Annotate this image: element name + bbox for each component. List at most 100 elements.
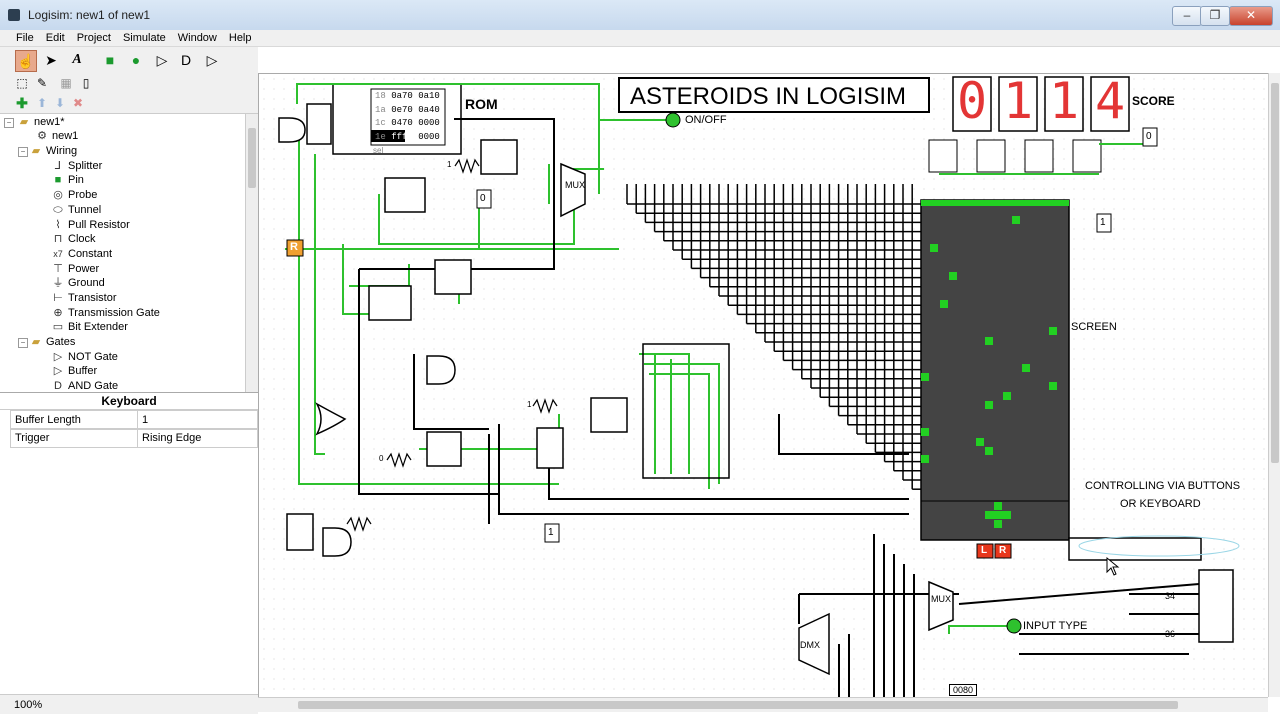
attr-row-buffer-length[interactable]: Buffer Length 1 [10,410,258,430]
title-box [618,77,930,113]
poke-tool-icon[interactable]: ☝ [15,50,37,72]
reset-button[interactable]: R [290,241,298,253]
resistor-icon: ⌇ [55,219,61,231]
output-pin-icon[interactable]: ● [131,52,141,68]
counter-block [536,427,564,469]
score-digit-3: 1 [1049,73,1080,130]
tree-item-pull-resistor[interactable]: ⌇Pull Resistor [52,218,129,232]
constant-value: 1 [1100,217,1106,228]
onoff-label: ON/OFF [685,114,727,126]
menu-window[interactable]: Window [177,32,217,44]
tunnel-icon: ⬭ [53,204,63,216]
constant-value: 0 [379,454,384,463]
tree-item-ground[interactable]: ⏚Ground [52,277,105,289]
attributes-pane: Keyboard Buffer Length 1 Trigger Rising … [0,392,258,693]
move-down-icon[interactable]: ⬇ [54,96,66,110]
tree-item-buffer[interactable]: ▷Buffer [53,365,98,377]
tree-item-power[interactable]: ⊤Power [53,263,100,275]
right-button[interactable]: R [999,545,1007,556]
circuit-canvas[interactable]: ASTEROIDS IN LOGISIM ROM 18 0a70 0a10 1a… [258,73,1269,698]
layout-view-icon[interactable]: ▦ [60,76,72,90]
attributes-view-icon[interactable]: ✎ [36,76,48,90]
bit-extender-icon: ▭ [52,321,64,333]
canvas-vscroll-thumb[interactable] [1271,83,1279,463]
logisim-app-icon [8,9,20,21]
rom-sel-label: sel [373,146,384,155]
multiplexer-block [928,580,954,632]
zoom-status[interactable]: 100% [0,694,258,714]
seven-segment-display [998,76,1038,132]
tree-item-not-gate[interactable]: ▷NOT Gate [53,351,118,363]
comparator-block [480,139,518,175]
menu-project[interactable]: Project [76,32,111,44]
attr-value[interactable]: Rising Edge [137,429,201,447]
collapse-new1-icon[interactable]: − [4,118,14,128]
rom-highlight-cell [371,130,405,142]
folder-icon: ▰ [31,336,41,348]
tree-item-pin[interactable]: ■Pin [52,173,84,187]
tree-item-wiring[interactable]: ▰Wiring [31,145,78,157]
multiplexer-block [560,162,586,218]
comparator-block [426,431,462,467]
screen-lit-pixels [921,216,1057,528]
canvas-hscroll-thumb[interactable] [298,701,1178,709]
move-up-icon[interactable]: ⬆ [36,96,48,110]
attr-row-trigger[interactable]: Trigger Rising Edge [10,428,258,448]
explorer-scrollbar[interactable] [245,114,258,392]
menu-help[interactable]: Help [228,32,252,44]
menu-simulate[interactable]: Simulate [122,32,166,44]
collapse-wiring-icon[interactable]: − [18,147,28,157]
select-tool-icon[interactable]: ➤ [45,52,57,68]
tree-item-clock[interactable]: ⊓Clock [53,233,96,245]
tree-item-transmission-gate[interactable]: ⊕Transmission Gate [53,307,160,319]
tree-item-gates[interactable]: ▰Gates [31,336,76,348]
input-pin-icon[interactable]: ■ [105,52,115,68]
seven-segment-display [952,76,992,132]
comparator-stack [1198,569,1234,643]
attributes-title: Keyboard [0,393,258,410]
attr-key: Trigger [15,432,50,444]
tree-item-circuit-new1[interactable]: ⚙new1 [37,130,79,142]
tree-item-splitter[interactable]: ⅃Splitter [52,159,102,173]
mux-label: MUX [565,180,585,190]
add-circuit-icon[interactable]: ✚ [16,95,28,111]
circuit-icon: ⚙ [37,130,47,142]
logic-components [278,103,1234,676]
explorer-toolbar: ⬚ ✎ ▦ ▯ [0,73,258,93]
or-gate-tool-icon[interactable]: ▷ [206,52,218,68]
canvas-vertical-scrollbar[interactable] [1268,73,1280,697]
and-gate-icon: D [54,380,62,392]
left-button[interactable]: L [981,545,988,556]
appearance-view-icon[interactable]: ▯ [82,76,90,90]
minimize-button[interactable]: ‒ [1172,6,1202,26]
canvas-horizontal-scrollbar[interactable] [258,697,1268,712]
tree-item-bit-extender[interactable]: ▭Bit Extender [52,321,128,333]
register-block [384,177,426,213]
collapse-gates-icon[interactable]: − [18,338,28,348]
tree-item-transistor[interactable]: ⊢Transistor [53,292,117,304]
menu-edit[interactable]: Edit [45,32,65,44]
menu-bar: File Edit Project Simulate Window Help [0,30,1280,47]
text-tool-icon[interactable]: A [72,52,82,67]
maximize-button[interactable]: ❐ [1200,6,1230,26]
hex-probe-0080: 0080 [949,684,978,696]
close-button[interactable]: ✕ [1229,6,1273,26]
not-gate-tool-icon[interactable]: ▷ [156,52,168,68]
constant-value: 1 [447,160,452,169]
shift-block [434,259,472,295]
and-gate-tool-icon[interactable]: D [180,52,192,68]
power-icon: ⊤ [53,263,63,275]
delete-circuit-icon[interactable]: ✖ [72,96,84,110]
demultiplexer-block [798,612,830,676]
explorer-view-icon[interactable]: ⬚ [16,76,28,90]
menu-file[interactable]: File [16,32,34,44]
tree-item-project[interactable]: ▰new1* [19,116,65,128]
explorer-scrollbar-thumb[interactable] [248,128,256,188]
tree-item-probe[interactable]: ◎Probe [53,189,98,201]
transmission-gate-icon: ⊕ [53,307,63,319]
tree-item-tunnel[interactable]: ⬭Tunnel [53,204,102,216]
pull-resistors [346,158,558,532]
attr-value[interactable]: 1 [137,411,148,429]
